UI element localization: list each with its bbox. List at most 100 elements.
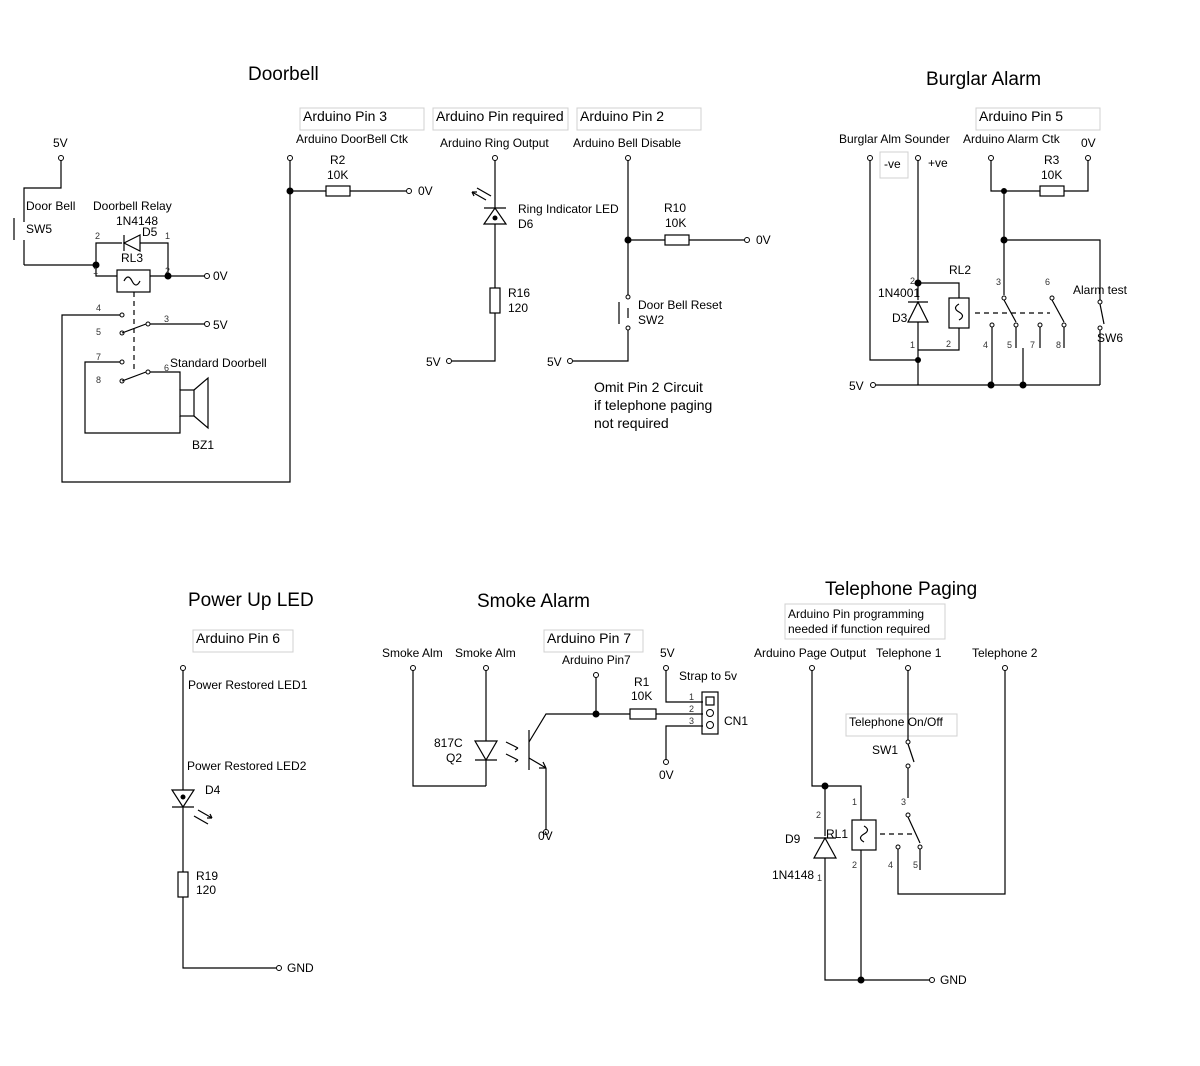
svg-text:2: 2 [165, 266, 170, 276]
switch-alarm-test-sw6: Alarm test SW6 [1073, 283, 1128, 385]
rail-gnd-telephone: GND [940, 973, 967, 987]
svg-text:10K: 10K [327, 168, 348, 182]
svg-text:D3: D3 [892, 311, 908, 325]
resistor-r3: R3 10K [1039, 153, 1065, 197]
svg-text:1: 1 [817, 873, 822, 883]
note-telephone-onoff: Telephone On/Off [845, 713, 958, 737]
pushbutton-sw2: Door Bell Reset SW2 [618, 294, 723, 331]
section-title-smoke-alarm: Smoke Alarm [477, 591, 590, 612]
svg-text:R1: R1 [634, 675, 650, 689]
connector-cn1: Strap to 5v 1 2 3 CN1 [679, 669, 748, 735]
svg-text:SW6: SW6 [1097, 331, 1123, 345]
note-omit-pin2-circuit: Omit Pin 2 Circuit if telephone paging n… [594, 379, 712, 431]
svg-text:1: 1 [689, 692, 694, 702]
svg-text:1: 1 [852, 797, 857, 807]
svg-text:Omit Pin 2 Circuit: Omit Pin 2 Circuit [594, 379, 703, 395]
svg-text:Arduino Pin 5: Arduino Pin 5 [979, 108, 1063, 124]
svg-text:10K: 10K [1041, 168, 1062, 182]
label-telephone-1: Telephone 1 [876, 646, 942, 660]
label-bell-disable: Arduino Bell Disable [573, 136, 681, 150]
rail-5v-r16: 5V [426, 355, 441, 369]
resistor-r10: R10 10K [664, 201, 690, 246]
rail-5v-burglar: 5V [849, 379, 864, 393]
svg-text:817C: 817C [434, 736, 463, 750]
svg-text:3: 3 [901, 797, 906, 807]
relay-coil-rl1: RL1 1 2 [826, 797, 877, 980]
svg-text:1: 1 [165, 231, 170, 241]
svg-text:5: 5 [1007, 340, 1012, 350]
bz1-label: BZ1 [192, 438, 214, 452]
resistor-r19: R19 120 [177, 869, 218, 898]
svg-text:Arduino Pin 3: Arduino Pin 3 [303, 108, 387, 124]
svg-text:8: 8 [96, 375, 101, 385]
svg-text:2: 2 [946, 339, 951, 349]
rail-5v-sw2: 5V [547, 355, 562, 369]
svg-text:-ve: -ve [884, 157, 901, 171]
relay-contact-rl3-b: 7 8 6 [96, 352, 169, 385]
svg-text:2: 2 [95, 231, 100, 241]
door-bell-label: Door Bell [26, 199, 75, 213]
svg-text:SW2: SW2 [638, 313, 664, 327]
section-title-power-up-led: Power Up LED [188, 590, 314, 611]
rail-0v-burglar: 0V [1081, 136, 1096, 150]
svg-text:Telephone On/Off: Telephone On/Off [849, 715, 944, 729]
section-title-telephone-paging: Telephone Paging [825, 579, 977, 600]
svg-text:SW1: SW1 [872, 743, 898, 757]
svg-text:6: 6 [1045, 277, 1050, 287]
power-up-led-circuit: Power Restored LED1 Power Restored LED2 … [170, 665, 314, 975]
svg-text:8: 8 [1056, 340, 1061, 350]
buzzer-bz1: BZ1 [84, 361, 214, 452]
section-title-doorbell: Doorbell [248, 64, 319, 85]
standard-doorbell-label: Standard Doorbell [170, 356, 267, 370]
svg-text:2: 2 [852, 860, 857, 870]
svg-text:Alarm test: Alarm test [1073, 283, 1128, 297]
label-page-output: Arduino Page Output [754, 646, 867, 660]
label-smoke-alm-2: Smoke Alm [455, 646, 516, 660]
resistor-r16: R16 120 [489, 286, 530, 315]
smoke-alarm-circuit: Smoke Alm Smoke Alm 817C Q2 0V Arduino P… [382, 646, 748, 843]
svg-text:not required: not required [594, 415, 669, 431]
svg-text:Door Bell Reset: Door Bell Reset [638, 298, 723, 312]
relay-contact-rl3-a: 4 5 3 5V [96, 303, 228, 337]
svg-text:RL1: RL1 [826, 827, 848, 841]
svg-text:3: 3 [996, 277, 1001, 287]
rail-0v-smoke-q2: 0V [538, 829, 553, 843]
rail-0v-r10: 0V [756, 233, 771, 247]
svg-text:R3: R3 [1044, 153, 1060, 167]
svg-text:R19: R19 [196, 869, 218, 883]
label-ring-output: Arduino Ring Output [440, 136, 549, 150]
svg-text:1: 1 [93, 266, 98, 276]
resistor-r2: R2 10K [325, 153, 351, 197]
rail-0v-doorbell: 0V [213, 269, 228, 283]
svg-text:7: 7 [1030, 340, 1035, 350]
svg-text:120: 120 [508, 301, 528, 315]
svg-text:Arduino Pin required: Arduino Pin required [436, 108, 564, 124]
svg-text:4: 4 [96, 303, 101, 313]
rail-5v-smoke: 5V [660, 646, 675, 660]
rl3-label: RL3 [121, 251, 143, 265]
telephone-paging-circuit: Arduino Page Output Telephone 1 Telephon… [754, 646, 1038, 987]
burglar-alarm-circuit: Burglar Alm Sounder +ve 1N4001 D3 2 1 RL… [839, 132, 1128, 393]
label-smoke-alm-1: Smoke Alm [382, 646, 443, 660]
switch-sw1: SW1 [872, 670, 915, 798]
diode-1n4148-label: 1N4148 [116, 214, 158, 228]
svg-text:4: 4 [888, 860, 893, 870]
svg-text:5: 5 [96, 327, 101, 337]
relay-contacts-rl1: 3 5 4 [888, 670, 1006, 895]
doorbell-circuit: 5V Door Bell SW5 Doorbell Relay 1N4148 D… [13, 132, 771, 483]
section-title-burglar-alarm: Burglar Alarm [926, 69, 1041, 90]
svg-text:120: 120 [196, 883, 216, 897]
led-d4: D4 [170, 783, 221, 825]
rail-5v-doorbell: 5V [53, 136, 68, 150]
svg-text:3: 3 [689, 716, 694, 726]
label-telephone-2: Telephone 2 [972, 646, 1038, 660]
d5-label: D5 [142, 225, 158, 239]
svg-text:6: 6 [164, 363, 169, 373]
svg-text:RL2: RL2 [949, 263, 971, 277]
svg-text:CN1: CN1 [724, 714, 748, 728]
sw5-label: SW5 [26, 222, 52, 236]
svg-text:Arduino Pin programming: Arduino Pin programming [788, 607, 924, 621]
label-burglar-sounder: Burglar Alm Sounder [839, 132, 950, 146]
svg-text:R16: R16 [508, 286, 530, 300]
